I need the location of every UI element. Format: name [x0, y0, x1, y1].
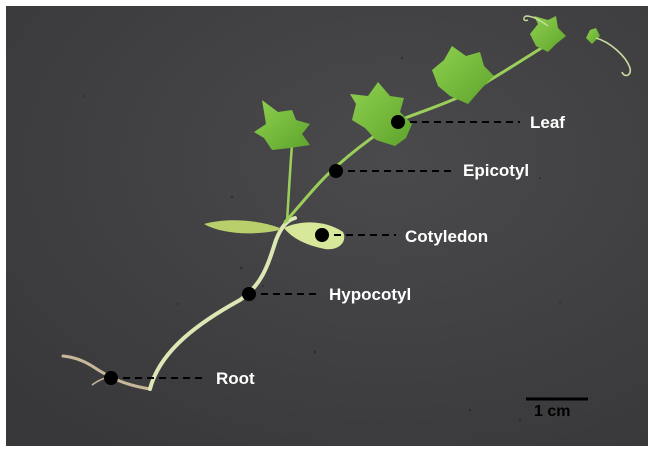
leaf-middle: [350, 82, 412, 146]
cotyledon-marker: [315, 228, 329, 242]
label-epicotyl: Epicotyl: [463, 161, 530, 180]
leaf-lower: [254, 100, 310, 150]
label-leaf: Leaf: [530, 113, 565, 132]
leaf-bud: [586, 28, 600, 44]
scale-bar-label: 1 cm: [534, 403, 571, 420]
label-hypocotyl: Hypocotyl: [329, 285, 412, 304]
tendril-top: [523, 15, 549, 27]
label-cotyledon: Cotyledon: [405, 227, 489, 246]
cotyledon-right: [284, 222, 345, 250]
hypocotyl-marker: [242, 287, 256, 301]
background-specks: [83, 56, 561, 422]
label-root: Root: [216, 369, 255, 388]
epicotyl-marker: [329, 164, 343, 178]
root-marker: [104, 371, 118, 385]
leader-lines: [111, 121, 520, 379]
tendril-right: [595, 37, 632, 77]
leaf-marker: [391, 115, 405, 129]
hypocotyl-stem: [148, 216, 297, 391]
leaf-upper: [432, 46, 494, 104]
leaf-top: [530, 16, 566, 52]
cotyledon-left: [204, 220, 280, 234]
root-drawing: [61, 354, 152, 391]
